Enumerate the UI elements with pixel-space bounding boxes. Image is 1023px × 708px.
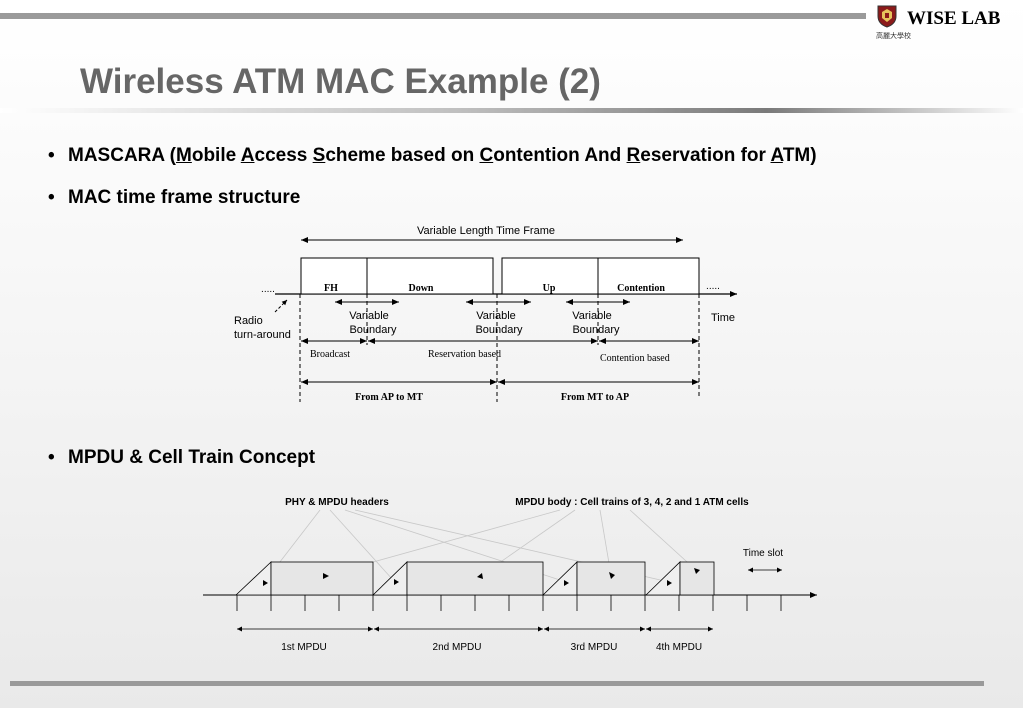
mpdu-1 — [234, 561, 374, 596]
radio-label-2: turn-around — [234, 329, 291, 341]
phy-header-label: PHY & MPDU headers — [285, 497, 389, 508]
bottom-rule — [10, 681, 984, 686]
radio-label-1: Radio — [234, 315, 263, 327]
ellipsis-left: ..... — [261, 284, 275, 295]
bullet-mpdu: • MPDU & Cell Train Concept — [48, 447, 315, 469]
time-label: Time — [711, 312, 735, 324]
logo-text: WISE LAB — [907, 8, 1001, 29]
segment-down: Down — [408, 283, 433, 294]
bullet-mascara-prefix: MASCARA ( — [68, 145, 177, 166]
radio-pointer — [274, 299, 288, 313]
acronym-letter-s: S — [312, 145, 326, 166]
mt-to-ap-label: From MT to AP — [561, 392, 629, 403]
contention-label: Contention based — [600, 353, 670, 364]
boundary-label-2b: Boundary — [475, 324, 523, 336]
segment-up: Up — [543, 283, 556, 294]
mpdu-2 — [372, 561, 544, 596]
boundary-label-1b: Boundary — [349, 324, 397, 336]
mpdu-body-label: MPDU body : Cell trains of 3, 4, 2 and 1… — [515, 497, 749, 508]
segment-fh: FH — [324, 283, 338, 294]
acronym-letter-r: R — [626, 145, 641, 166]
frame-block-uplink — [501, 257, 700, 295]
time-slot-label: Time slot — [743, 548, 783, 559]
acronym-word: eservation for — [640, 145, 771, 166]
mpdu-3-label: 3rd MPDU — [571, 642, 618, 653]
acronym-letter-a: A — [240, 145, 255, 166]
slide-title: Wireless ATM MAC Example (2) — [80, 62, 601, 101]
boundary-label-2a: Variable — [476, 310, 516, 322]
bullet-mascara: •MASCARA (Mobile Access Scheme based on … — [48, 145, 817, 167]
ap-to-mt-label: From AP to MT — [355, 392, 423, 403]
boundary-label-3a: Variable — [572, 310, 612, 322]
acronym-letter-a2: A — [770, 145, 783, 166]
segment-contention: Contention — [617, 283, 665, 294]
callout-arrowheads — [263, 568, 700, 586]
top-rule — [0, 13, 866, 19]
slot-ticks — [236, 595, 782, 611]
mpdu-3 — [542, 561, 646, 596]
bullet-mpdu-text: MPDU & Cell Train Concept — [68, 447, 316, 468]
bullet-mac-frame: • MAC time frame structure — [48, 187, 300, 209]
boundary-label-3b: Boundary — [572, 324, 620, 336]
frame-block-downlink — [300, 257, 494, 295]
wise-lab-logo: WISE LAB 高麗大學校 — [876, 4, 1016, 40]
mpdu-4-label: 4th MPDU — [656, 642, 702, 653]
bullet-dot: • — [48, 187, 55, 208]
university-crest-icon — [877, 5, 897, 28]
mac-frame-diagram: Variable Length Time Frame FH Down Up Co… — [234, 225, 737, 403]
mpdu-diagram: PHY & MPDU headers MPDU body : Cell trai… — [203, 497, 817, 653]
bullet-dot: • — [48, 447, 55, 468]
bullet-dot: • — [48, 145, 55, 166]
mpdu-4 — [645, 561, 715, 596]
mpdu-2-label: 2nd MPDU — [433, 642, 482, 653]
boundary-label-1a: Variable — [349, 310, 389, 322]
acronym-letter-c: C — [479, 145, 494, 166]
acronym-word: cheme based on — [325, 145, 480, 166]
acronym-word: TM) — [782, 145, 817, 166]
broadcast-label: Broadcast — [310, 349, 350, 360]
acronym-word: ontention And — [493, 145, 627, 166]
acronym-word: ccess — [254, 145, 313, 166]
acronym-word: obile — [191, 145, 241, 166]
title-underline — [0, 108, 1023, 113]
ellipsis-right: ..... — [706, 281, 720, 292]
mpdu-1-label: 1st MPDU — [281, 642, 327, 653]
frame-length-label: Variable Length Time Frame — [417, 225, 555, 237]
reservation-label: Reservation based — [428, 349, 501, 360]
acronym-letter-m: M — [176, 145, 192, 166]
bullet-mac-frame-text: MAC time frame structure — [68, 187, 301, 208]
logo-subtitle: 高麗大學校 — [876, 33, 911, 40]
